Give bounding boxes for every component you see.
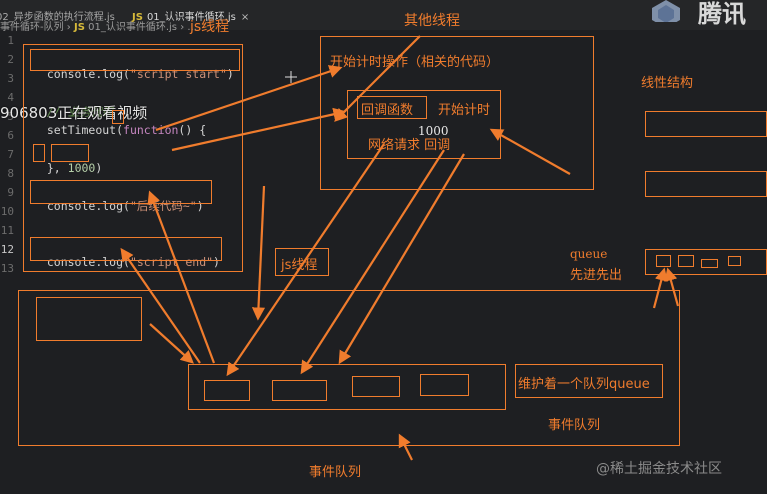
line-number: 3 [7,72,14,85]
arrow [171,107,347,152]
queue-slot [656,255,671,267]
queue-slot [728,256,741,266]
maintain-queue-box [515,364,663,398]
line-number: 10 [0,205,14,218]
line-number-current: 12 [0,243,14,256]
arrow [251,185,266,321]
line-number: 2 [7,53,14,66]
event-queue-box [188,364,506,410]
linear-structure-label: 线性结构 [641,76,694,91]
tab-async-flow[interactable]: 02_异步函数的执行流程.js [0,8,115,23]
arrow [120,247,201,364]
arrow [149,323,194,364]
code-line-12[interactable]: console.log("script end") [46,255,220,269]
other-threads-box [320,36,594,190]
arrow [489,128,571,175]
script-start-highlight [30,49,240,71]
event-queue-inner-label: 事件队列 [548,418,601,433]
line-number: 8 [7,167,14,180]
event-queue-bottom-label: 事件队列 [309,465,362,480]
line-number: 7 [7,148,14,161]
delay-value-label: 1000 [418,124,449,138]
line-number: 1 [7,34,14,47]
maintain-queue-label: 维护着一个队列queue [518,377,650,392]
queue-item [272,380,327,401]
line-number: 13 [0,262,14,275]
function-highlight [112,110,124,124]
arrow [147,190,216,364]
arrow [155,65,343,132]
arrow [652,267,668,309]
line-number: 11 [0,224,14,237]
breadcrumb-separator-icon: › [180,22,188,33]
queue-item [352,376,400,397]
code-line-9[interactable]: console.log("后续代码~") [46,199,204,213]
queue-label: queue [570,247,608,261]
queue-item [204,380,250,401]
queue-slot [678,255,694,267]
network-request-label: 网络请求 回调 [368,138,451,153]
tencent-logo-text: 腾讯 [698,0,746,28]
tencent-logo-icon [652,0,680,22]
breadcrumb-more[interactable]: ... [187,22,197,33]
subsequent-code-highlight [30,180,212,204]
viewer-overlay-text: 906803正在观看视频 [0,104,148,122]
empty-slot-box [36,297,142,341]
line-number: 9 [7,186,14,199]
fifo-label: 先进先出 [570,268,623,283]
line-number-gutter: 1 2 3 4 5 6 7 8 9 10 11 12 13 [0,30,20,280]
juejin-watermark: @稀土掘金技术社区 [596,461,722,477]
tab-label: 02_异步函数的执行流程.js [0,12,115,23]
code-line-4[interactable]: // 业务代码 [46,105,114,119]
event-queue-outer-box [18,290,680,446]
other-threads-label: 其他线程 [404,13,460,29]
line-number: 6 [7,129,14,142]
line-number: 5 [7,110,14,123]
js-file-icon: JS [73,22,85,33]
queue-item [420,374,469,396]
start-timing-label: 开始计时 [438,103,491,118]
breadcrumb-separator-icon: › [66,22,74,33]
js-thread-mid-box [275,248,329,276]
arrow [398,433,413,461]
arrow [334,35,421,122]
tab-label: 01_认识事件循环.js [146,12,236,23]
js-thread-mid-label: js线程 [281,258,318,273]
arrow [300,149,445,375]
breadcrumb: 事件循环-队列 › JS 01_认识事件循环.js › ... [0,18,197,33]
timer-op-label: 开始计时操作（相关的代码） [330,55,500,70]
close-icon[interactable]: × [240,12,250,23]
line-number: 4 [7,91,14,104]
queue-slot [701,259,718,268]
arrow [226,143,385,377]
timer-inner-box [347,90,501,159]
js-thread-code-box [23,44,243,272]
code-line-7[interactable]: }, 1000) [46,161,103,175]
callback-function-box [357,96,427,119]
close-brace-highlight [33,144,45,162]
callback-fn-label: 回调函数 [361,103,414,118]
arrow [338,153,465,365]
js-file-icon: JS [132,12,143,23]
breadcrumb-folder[interactable]: 事件循环-队列 [0,22,64,33]
delay-highlight [51,144,89,162]
js-thread-label: js线程 [190,19,230,35]
arrow [664,267,680,307]
breadcrumb-file[interactable]: 01_认识事件循环.js [88,22,178,33]
